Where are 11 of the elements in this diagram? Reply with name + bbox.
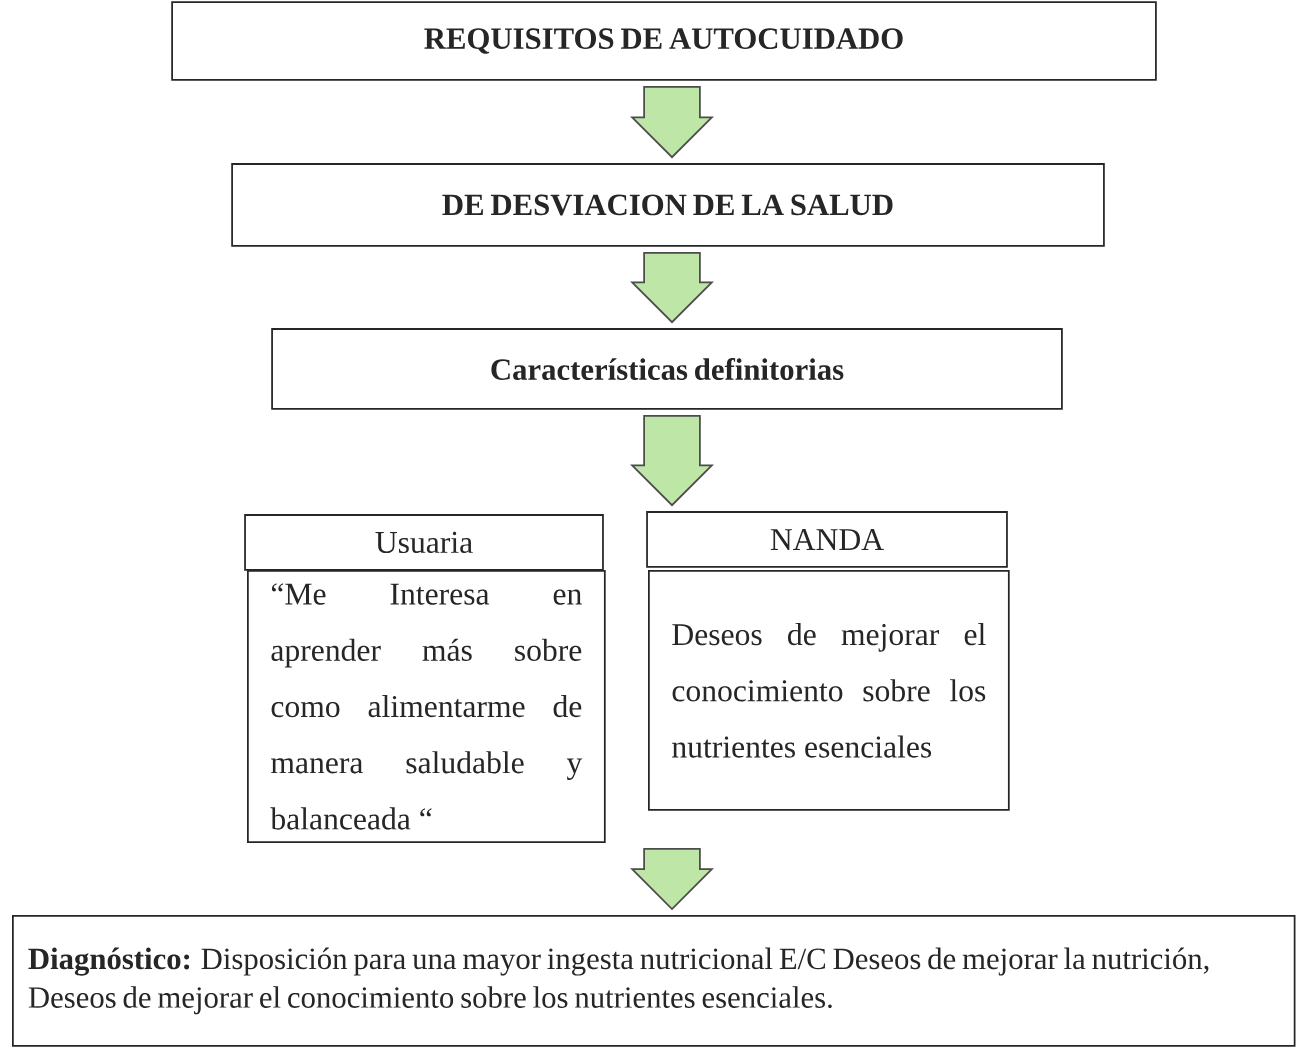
text-box: Deseos de mejorar el conocimiento sobre los nutrientes esenciales bbox=[648, 570, 1010, 811]
diagnosis-box: Diagnóstico: Disposición para una mayor ingesta nutricional E/C Deseos de mejorar la nutrición, Deseos de mejorar el conocimiento sobre los nutrientes esenciales. bbox=[12, 915, 1296, 1047]
heading-box: REQUISITOS DE AUTOCUIDADO bbox=[171, 1, 1157, 81]
block-arrow bbox=[630, 848, 714, 911]
header-box: NANDA bbox=[646, 511, 1008, 568]
heading-box: Características definitorias bbox=[271, 328, 1063, 410]
heading-box: DE DESVIACION DE LA SALUD bbox=[231, 163, 1105, 247]
block-arrow bbox=[630, 85, 714, 159]
header-box: Usuaria bbox=[244, 514, 604, 571]
block-arrow bbox=[630, 251, 714, 324]
block-arrow bbox=[630, 414, 714, 507]
